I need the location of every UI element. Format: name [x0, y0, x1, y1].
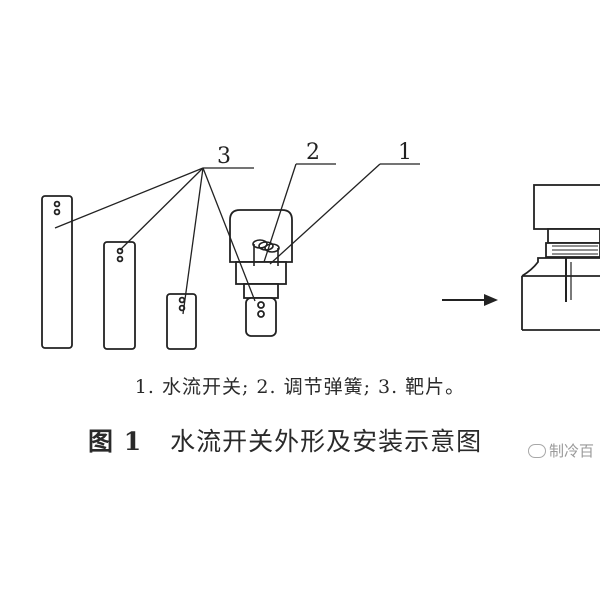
installation-view — [521, 184, 600, 331]
switch-head — [229, 209, 293, 263]
figure-number: 图 1 — [88, 427, 143, 456]
flow-arrow — [442, 294, 498, 306]
target-plate-medium-hole — [116, 255, 124, 263]
target-plate-large-hole — [53, 200, 61, 208]
target-plate-medium — [103, 241, 136, 350]
chat-bubble-icon — [528, 443, 546, 458]
callout-label-1: 1 — [398, 140, 412, 165]
leader-lines-targets — [54, 167, 256, 315]
target-plate-medium-hole — [116, 247, 124, 255]
figure-legend: 1. 水流开关; 2. 调节弹簧; 3. 靶片。 — [134, 376, 466, 398]
figure-title-text: 水流开关外形及安装示意图 — [170, 427, 483, 456]
switch-paddle-hole — [257, 310, 265, 318]
target-plate-small — [166, 293, 197, 350]
leader-line-switch — [269, 163, 420, 265]
watermark: 制冷百 — [528, 440, 600, 464]
figure-title: 图 1 水流开关外形及安装示意图 — [88, 422, 482, 458]
callout-label-2: 2 — [306, 140, 320, 165]
installed-switch-nut — [547, 228, 600, 244]
diagram-canvas: 3 2 1 — [41, 140, 600, 350]
pipe-fitting — [521, 257, 600, 277]
adjusting-spring — [252, 239, 280, 266]
watermark-text: 制冷百 — [549, 442, 595, 460]
installed-switch-head — [533, 184, 600, 230]
callout-label-3: 3 — [217, 144, 231, 169]
leader-line-spring — [263, 163, 336, 263]
switch-paddle-hole — [257, 301, 265, 309]
target-plate-large — [41, 195, 73, 349]
water-flow-switch — [229, 209, 293, 337]
target-plate-large-hole — [53, 208, 61, 216]
